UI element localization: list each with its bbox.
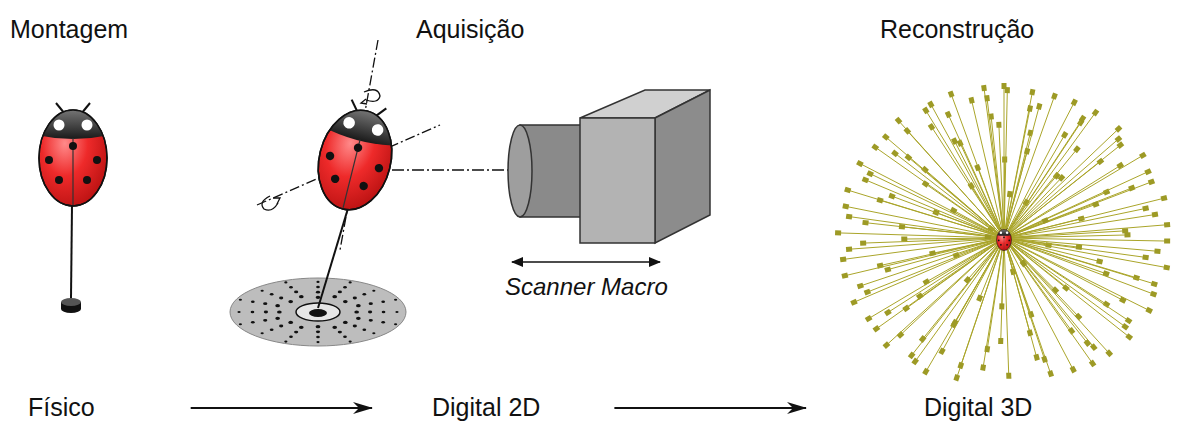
rotation-axes [257, 40, 440, 250]
stem [318, 205, 349, 308]
macro-camera [508, 90, 710, 243]
stage-node: Digital 3D [924, 392, 1032, 422]
stage-text: Físico [28, 392, 95, 422]
stage-text: Digital 2D [432, 392, 540, 422]
stage-heading: Reconstrução [880, 14, 1034, 44]
scanned-specimen [302, 89, 411, 219]
stage-heading: Aquisição [416, 14, 524, 44]
stage-text: Digital 3D [924, 392, 1032, 422]
camera-sphere [835, 83, 1170, 381]
device-label: Scanner Macro [505, 272, 668, 302]
turntable [230, 278, 406, 346]
scan-travel-arrow [512, 261, 660, 263]
stage-node: Físico [28, 392, 95, 422]
mounted-specimen [33, 98, 113, 313]
flow-arrow [191, 407, 372, 409]
flow-arrow [614, 407, 806, 409]
stage-heading: Montagem [10, 14, 128, 44]
reconstructed-specimen [995, 227, 1013, 251]
optical-axis [392, 169, 512, 170]
stage-node: Digital 2D [432, 392, 540, 422]
